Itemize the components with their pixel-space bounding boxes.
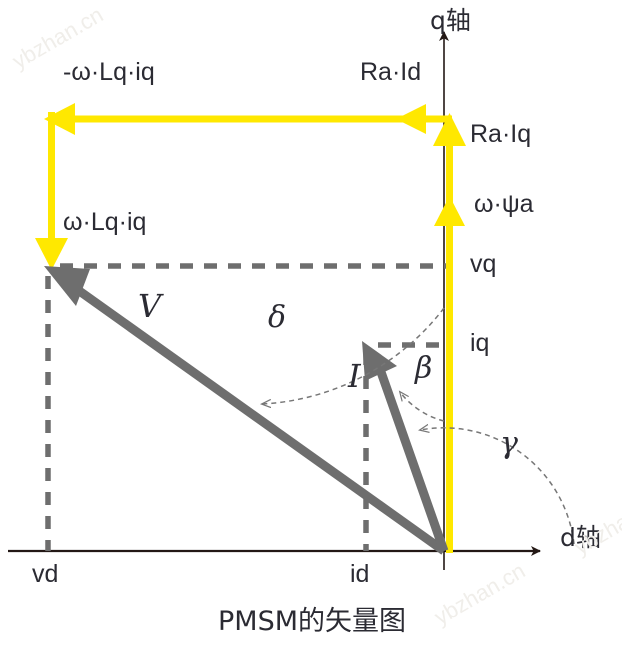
angle-arcs (262, 307, 575, 545)
omega-lq-iq-label: ω·Lq·iq (63, 210, 146, 235)
gray-vectors (44, 266, 449, 555)
omega-lq-iq-text: ω·Lq·iq (63, 208, 147, 236)
minus-omega-lq-iq-arrowhead (44, 103, 75, 135)
gamma-angle-label: γ (500, 426, 518, 461)
vd-label: vd (32, 560, 59, 588)
minus-omega-lq-iq-text: -ω·Lq·iq (63, 58, 155, 86)
diagram-title: PMSM的矢量图 (218, 606, 407, 637)
vector-I-label: I (348, 357, 361, 395)
yellow-phasor-chain (35, 103, 466, 553)
gamma-arc (420, 428, 575, 545)
omega-psia-text: ω·ψa (474, 190, 534, 218)
vector-V-arrowhead (44, 266, 90, 306)
vq-label: vq (470, 250, 497, 278)
q-axis-label: q轴 (430, 6, 471, 35)
ra-iq-label: Ra·Iq (470, 120, 532, 148)
d-axis-label: d轴 (560, 523, 601, 552)
ra-id-arrowhead (396, 104, 426, 134)
delta-angle-label: δ (268, 300, 287, 335)
id-label: id (350, 560, 370, 588)
vector-V-shaft (75, 286, 447, 555)
omega-psia-label: ω·ψa (474, 192, 534, 217)
ra-iq-arrowhead (433, 113, 466, 146)
delta-arc (262, 307, 445, 404)
vector-V-label: V (138, 287, 162, 325)
minus-omega-lq-iq-label: -ω·Lq·iq (63, 60, 155, 85)
ra-id-label: Ra·Id (360, 58, 422, 86)
iq-label: iq (470, 329, 490, 357)
beta-angle-label: β (415, 351, 433, 386)
vector-I-shaft (376, 370, 449, 553)
omega-lq-iq-arrowhead (35, 238, 68, 270)
projection-lines (45, 263, 447, 551)
beta-arc (400, 392, 445, 422)
vector-I-arrowhead (362, 341, 397, 381)
